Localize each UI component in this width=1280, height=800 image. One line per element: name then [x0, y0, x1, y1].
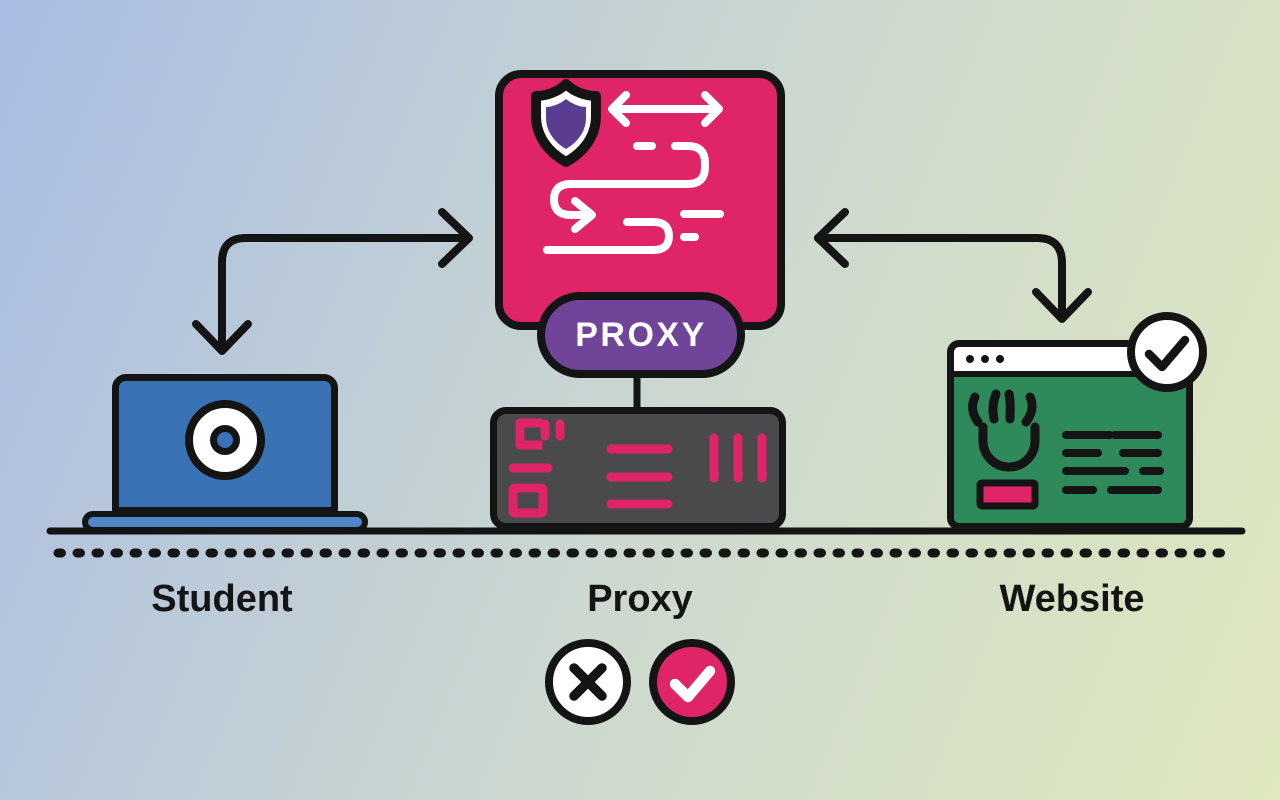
window-dot-icon	[966, 355, 974, 363]
check-badge-icon	[1127, 312, 1207, 392]
window-dot-icon	[981, 355, 989, 363]
server-detail-lines	[606, 444, 673, 509]
button-icon	[976, 479, 1039, 510]
label-website: Website	[999, 578, 1145, 620]
proxy-badge: PROXY	[537, 292, 745, 378]
check-icon	[649, 639, 735, 725]
server-detail-bars	[709, 433, 767, 483]
webcam-icon	[185, 400, 265, 480]
label-student: Student	[151, 578, 293, 620]
arrow-student-proxy	[192, 208, 473, 355]
window-dot-icon	[996, 355, 1004, 363]
server-icon	[490, 407, 786, 530]
route-icon	[543, 142, 724, 254]
arrow-proxy-website	[814, 208, 1092, 323]
text-lines-icon	[1062, 431, 1164, 494]
hand-doodle-icon	[968, 389, 1040, 472]
proxy-box	[495, 70, 785, 330]
laptop-base	[82, 511, 368, 533]
shield-icon	[531, 79, 601, 167]
proxy-badge-label: PROXY	[575, 315, 707, 354]
label-proxy: Proxy	[587, 578, 693, 620]
bidirectional-arrow-icon	[608, 91, 723, 127]
server-detail-bracket	[508, 418, 565, 518]
x-icon	[545, 639, 631, 725]
webcam-dot	[210, 425, 240, 455]
